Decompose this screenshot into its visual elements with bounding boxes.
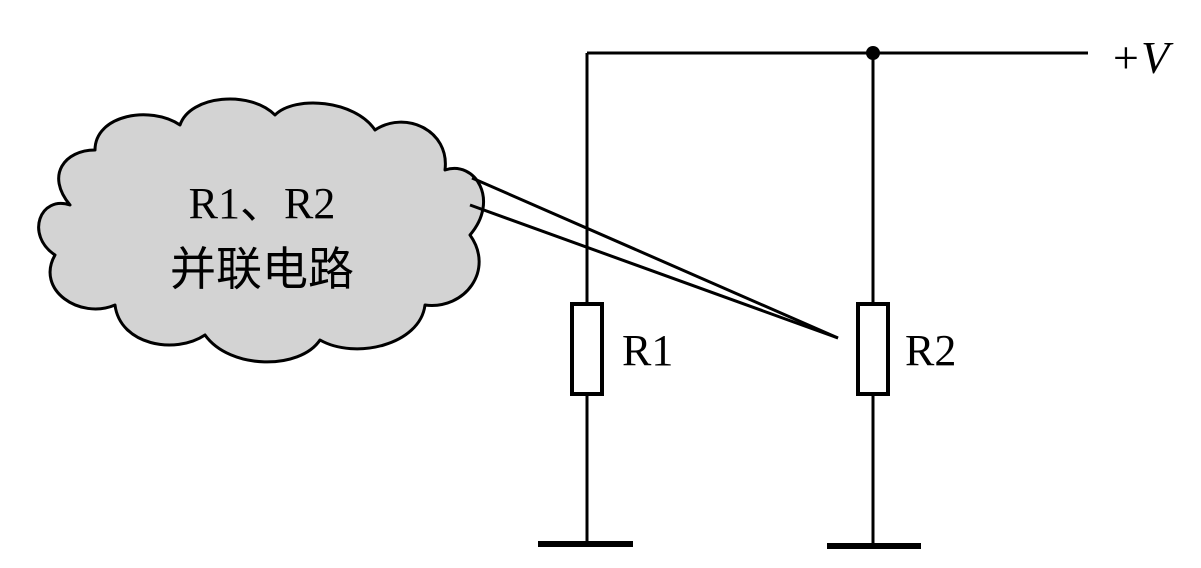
callout-pointer-upper xyxy=(471,176,839,340)
callout-pointer-lower xyxy=(469,203,839,340)
resistor-r1-label: R1 xyxy=(622,326,673,375)
callout-cloud xyxy=(37,97,486,364)
resistor-r1 xyxy=(570,302,604,396)
callout-text-line1: R1、R2 xyxy=(189,179,336,228)
supply-label: +V xyxy=(1110,32,1174,83)
resistor-r2 xyxy=(856,302,890,396)
resistor-r2-label: R2 xyxy=(905,326,956,375)
callout-text-line2: 并联电路 xyxy=(170,242,354,296)
